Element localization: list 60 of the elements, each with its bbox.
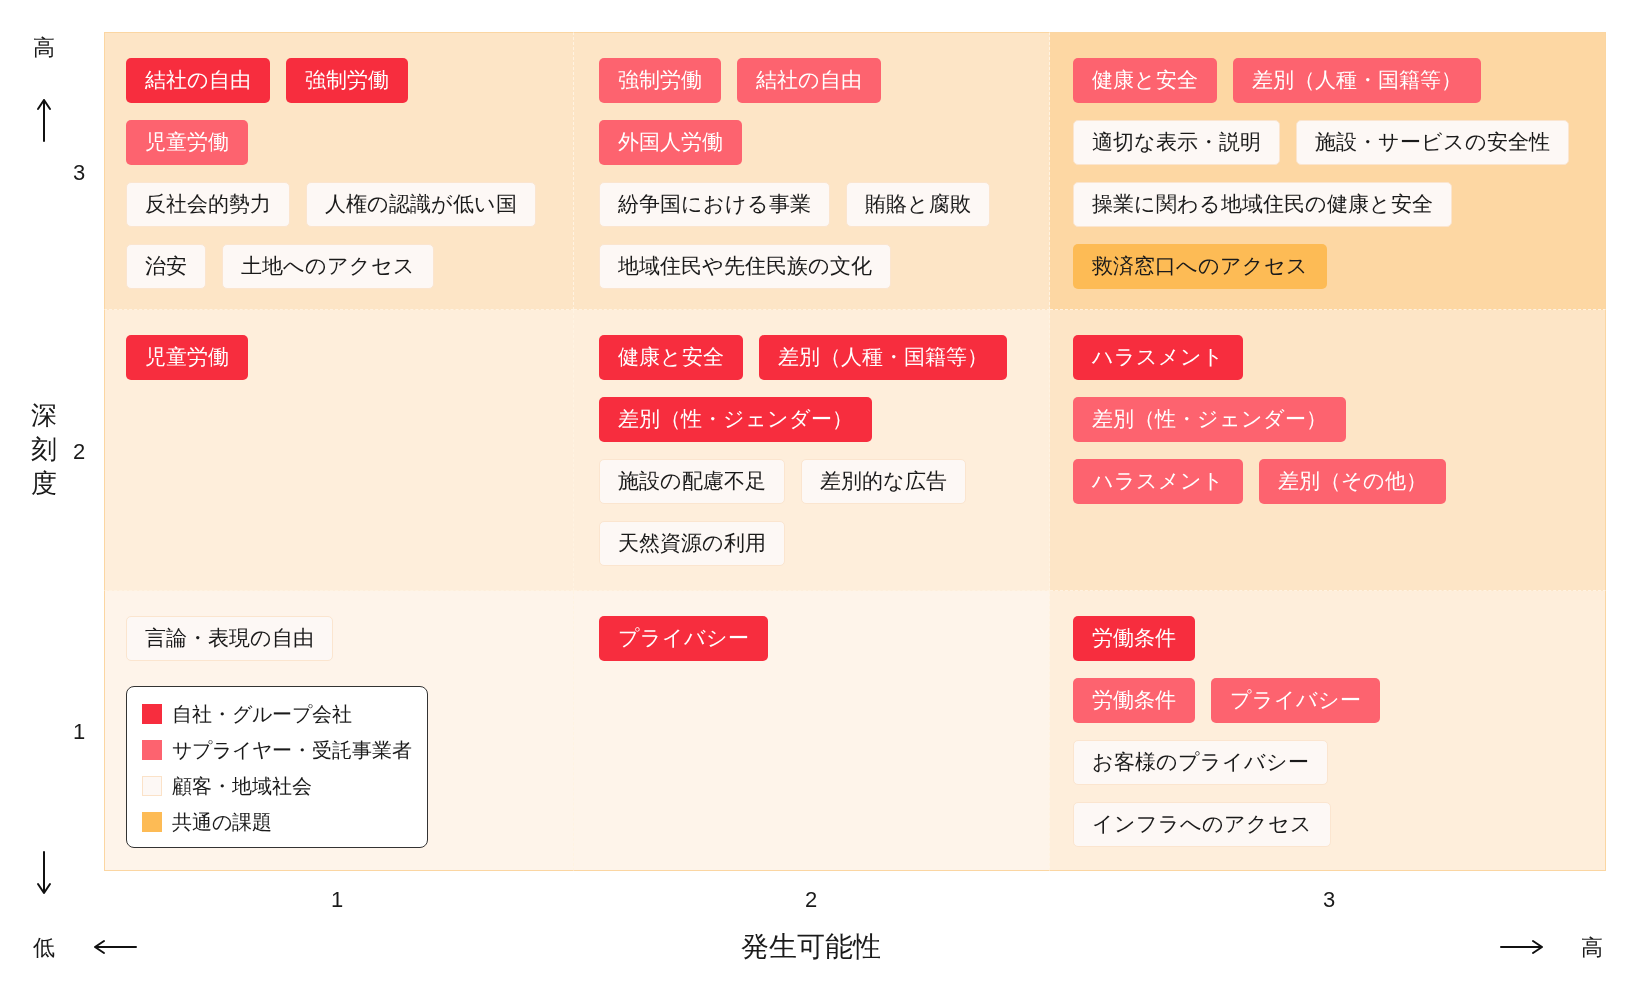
matrix-cell	[574, 310, 1050, 591]
tick-label: 2	[73, 438, 86, 464]
risk-tag: 言論・表現の自由	[126, 616, 333, 661]
tick-label: 1	[331, 886, 344, 912]
risk-tag: 地域住民や先住民族の文化	[599, 244, 891, 289]
matrix-cell	[1050, 310, 1606, 591]
legend-label: 顧客・地域社会	[172, 774, 312, 798]
matrix-cell	[1050, 32, 1606, 310]
risk-tag: 施設の配慮不足	[599, 459, 785, 504]
risk-tag: 児童労働	[126, 335, 248, 380]
axis-title: 深刻度	[31, 399, 57, 500]
risk-tag: 天然資源の利用	[599, 521, 785, 566]
tick-label: 1	[73, 718, 86, 744]
risk-tag: 土地へのアクセス	[222, 244, 434, 289]
matrix-cell	[104, 310, 574, 591]
risk-tag: 適切な表示・説明	[1073, 120, 1280, 165]
risk-tag: 操業に関わる地域住民の健康と安全	[1073, 182, 1452, 227]
risk-tag: 健康と安全	[599, 335, 743, 380]
matrix-cell	[574, 591, 1050, 871]
risk-tag: 差別（性・ジェンダー）	[1073, 397, 1346, 442]
matrix-cell	[104, 32, 574, 310]
risk-tag: プライバシー	[599, 616, 768, 661]
tick-label: 3	[73, 159, 86, 185]
risk-tag: 反社会的勢力	[126, 182, 290, 227]
risk-tag: 差別（性・ジェンダー）	[599, 397, 872, 442]
risk-tag: 労働条件	[1073, 616, 1195, 661]
tick-label: 3	[1323, 886, 1336, 912]
risk-tag: 治安	[126, 244, 206, 289]
risk-tag: 労働条件	[1073, 678, 1195, 723]
risk-tag: 強制労働	[286, 58, 408, 103]
risk-tag: 結社の自由	[737, 58, 881, 103]
risk-tag: 差別（その他）	[1259, 459, 1446, 504]
legend-label: 自社・グループ会社	[172, 702, 352, 726]
risk-tag: インフラへのアクセス	[1073, 802, 1331, 847]
risk-tag: 人権の認識が低い国	[306, 182, 536, 227]
matrix-cell	[1050, 591, 1606, 871]
risk-tag: プライバシー	[1211, 678, 1380, 723]
axis-title: 発生可能性	[741, 931, 881, 964]
matrix-cell	[574, 32, 1050, 310]
risk-tag: 結社の自由	[126, 58, 270, 103]
risk-tag: 紛争国における事業	[599, 182, 830, 227]
risk-tag: 差別（人種・国籍等）	[1233, 58, 1481, 103]
risk-tag: お客様のプライバシー	[1073, 740, 1328, 785]
legend-label: サプライヤー・受託事業者	[172, 738, 412, 762]
risk-tag: 施設・サービスの安全性	[1296, 120, 1569, 165]
risk-tag: 外国人労働	[599, 120, 742, 165]
legend-label: 共通の課題	[172, 810, 272, 834]
axis-end-label: 低	[33, 934, 55, 960]
risk-tag: 児童労働	[126, 120, 248, 165]
risk-tag: 差別的な広告	[801, 459, 966, 504]
risk-tag: 強制労働	[599, 58, 721, 103]
risk-tag: 救済窓口へのアクセス	[1073, 244, 1327, 289]
risk-tag: 賄賂と腐敗	[846, 182, 990, 227]
axis-end-label: 高	[1581, 934, 1603, 960]
risk-tag: ハラスメント	[1073, 335, 1243, 380]
tick-label: 2	[805, 886, 818, 912]
risk-tag: 健康と安全	[1073, 58, 1217, 103]
risk-tag: ハラスメント	[1073, 459, 1243, 504]
axis-end-label: 高	[33, 34, 55, 60]
risk-tag: 差別（人種・国籍等）	[759, 335, 1007, 380]
